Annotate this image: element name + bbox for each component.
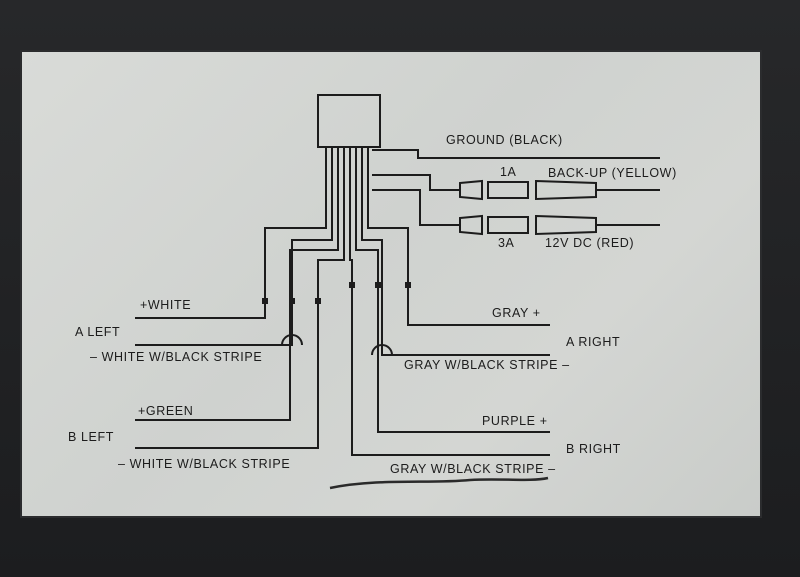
label-ground: GROUND (BLACK) bbox=[446, 133, 563, 147]
label-1a: 1A bbox=[500, 165, 517, 179]
crossover-right bbox=[371, 344, 393, 356]
fuse-3a bbox=[487, 216, 529, 234]
label-purple-plus: PURPLE + bbox=[482, 414, 548, 428]
label-12v: 12V DC (RED) bbox=[545, 236, 635, 250]
label-gray-stripe-b: GRAY W/BLACK STRIPE – bbox=[390, 462, 556, 476]
wire-backup-lead bbox=[372, 174, 460, 191]
label-b-right: B RIGHT bbox=[566, 442, 621, 456]
wire-white-stripe-b bbox=[135, 147, 345, 449]
wire-gray-stripe-b bbox=[349, 147, 550, 456]
connector-block bbox=[317, 94, 381, 148]
label-gray-stripe-a: GRAY W/BLACK STRIPE – bbox=[404, 358, 570, 372]
wire-power-lead bbox=[372, 189, 460, 226]
wire-gray-plus bbox=[367, 147, 550, 326]
wire-gray-stripe-a bbox=[361, 147, 550, 356]
wire-white-plus bbox=[135, 147, 327, 319]
wire-ground bbox=[372, 149, 660, 159]
fuse-holder-backup-right bbox=[535, 179, 597, 201]
crossover-left bbox=[281, 334, 303, 346]
label-green-plus: +GREEN bbox=[138, 404, 194, 418]
fuse-holder-backup-left bbox=[459, 179, 483, 201]
label-3a: 3A bbox=[498, 236, 515, 250]
label-white-plus: +WHITE bbox=[140, 298, 192, 312]
wire-purple-plus bbox=[355, 147, 550, 433]
label-b-left: B LEFT bbox=[68, 430, 114, 444]
label-gray-plus: GRAY + bbox=[492, 306, 541, 320]
label-a-right: A RIGHT bbox=[566, 335, 621, 349]
wire-white-stripe-a bbox=[135, 147, 333, 346]
fuse-holder-power-right bbox=[535, 214, 597, 236]
label-white-stripe-b: – WHITE W/BLACK STRIPE bbox=[118, 457, 291, 471]
label-backup: BACK-UP (YELLOW) bbox=[548, 166, 677, 180]
pen-scribble bbox=[329, 476, 549, 490]
label-white-stripe-a: – WHITE W/BLACK STRIPE bbox=[90, 350, 263, 364]
fuse-holder-power-left bbox=[459, 214, 483, 236]
wiring-diagram-card bbox=[20, 50, 762, 518]
wire-green-plus bbox=[135, 147, 339, 421]
fuse-1a bbox=[487, 181, 529, 199]
label-a-left: A LEFT bbox=[75, 325, 121, 339]
